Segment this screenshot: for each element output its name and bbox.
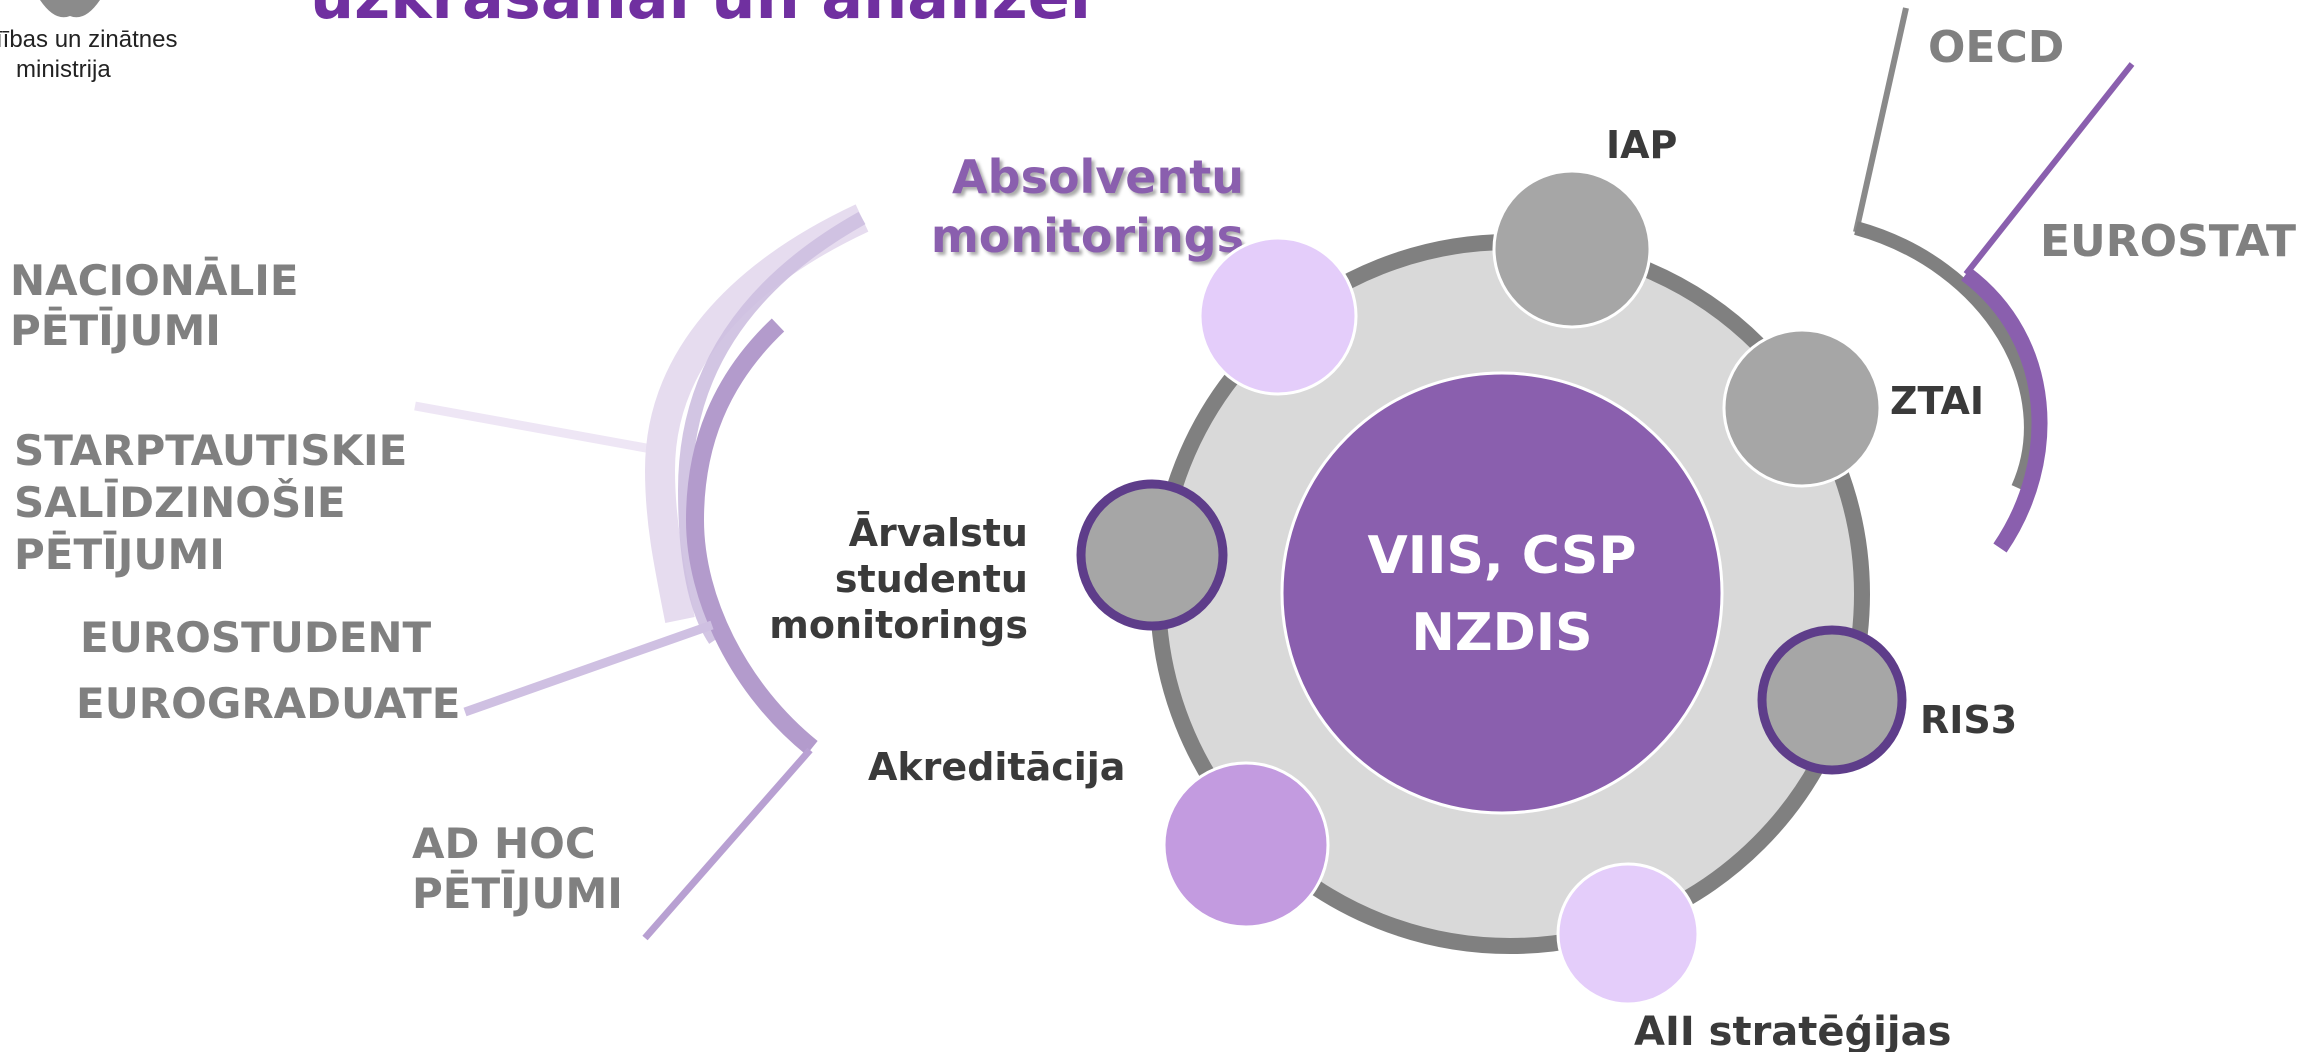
label-eurograduate: EUROGRADUATE	[76, 679, 460, 728]
left-middle-arc	[677, 211, 866, 644]
node-absolventu	[1198, 236, 1358, 396]
hub-center-line2: NZDIS	[1411, 603, 1592, 663]
left-connector-line-bottom	[642, 747, 813, 941]
right-purple-arc	[1961, 267, 2048, 553]
right-source-bracket	[1853, 7, 2135, 553]
node-aii	[1556, 862, 1700, 1006]
node-arvalstu	[1076, 479, 1228, 631]
node-ris3	[1757, 625, 1907, 775]
label-nacionalie-line2: PĒTĪJUMI	[10, 306, 221, 355]
label-akreditacija: Akreditācija	[868, 745, 1125, 789]
ministry-name-line1: īības un zinātnes	[0, 26, 177, 53]
label-adhoc-line2: PĒTĪJUMI	[412, 869, 623, 918]
node-ztai	[1722, 328, 1882, 488]
node-akreditacija	[1162, 761, 1330, 929]
label-starptautiskie-line1: STARPTAUTISKIE	[14, 426, 407, 475]
page-title: uzkrāšanai un analīzei	[310, 0, 1091, 33]
left-connector-line-mid	[463, 620, 714, 717]
hub-center-circle	[1280, 371, 1724, 815]
label-adhoc-line1: AD HOC	[412, 819, 596, 868]
hub-center-line1: VIIS, CSP	[1368, 526, 1637, 586]
label-eurostudent: EUROSTUDENT	[80, 613, 432, 662]
ministry-name-line2: ministrija	[16, 56, 111, 83]
oecd-connector-line	[1853, 7, 1909, 233]
left-outer-arc	[644, 204, 869, 623]
label-arvalstu-line1: Ārvalstu	[849, 511, 1028, 555]
label-starptautiskie-line3: PĒTĪJUMI	[14, 530, 225, 579]
hub: VIIS, CSP NZDIS	[1150, 234, 1870, 954]
label-arvalstu-line3: monitorings	[769, 603, 1028, 647]
label-nacionalie-line1: NACIONĀLIE	[10, 256, 299, 305]
label-aii: AII stratēģijas	[1634, 1009, 1951, 1052]
label-eurostat: EUROSTAT	[2040, 216, 2296, 267]
ministry-logo: īības un zinātnes ministrija	[0, 0, 177, 83]
label-ris3: RIS3	[1920, 698, 2017, 742]
label-absolventu-line1: Absolventu	[952, 150, 1244, 204]
label-absolventu-line2: monitorings	[931, 209, 1244, 263]
node-iap	[1492, 169, 1652, 329]
left-inner-arc	[685, 318, 818, 756]
label-ztai: ZTAI	[1890, 379, 1984, 423]
label-starptautiskie-line2: SALĪDZINOŠIE	[14, 477, 346, 527]
left-source-bracket	[414, 204, 869, 941]
right-grey-arc	[1854, 221, 2038, 491]
label-arvalstu-line2: studentu	[835, 557, 1028, 601]
label-oecd: OECD	[1928, 22, 2064, 73]
eurostat-connector-line	[1963, 62, 2135, 276]
crest-icon	[40, 0, 100, 18]
label-iap: IAP	[1606, 123, 1677, 167]
left-connector-line-top	[414, 401, 669, 457]
